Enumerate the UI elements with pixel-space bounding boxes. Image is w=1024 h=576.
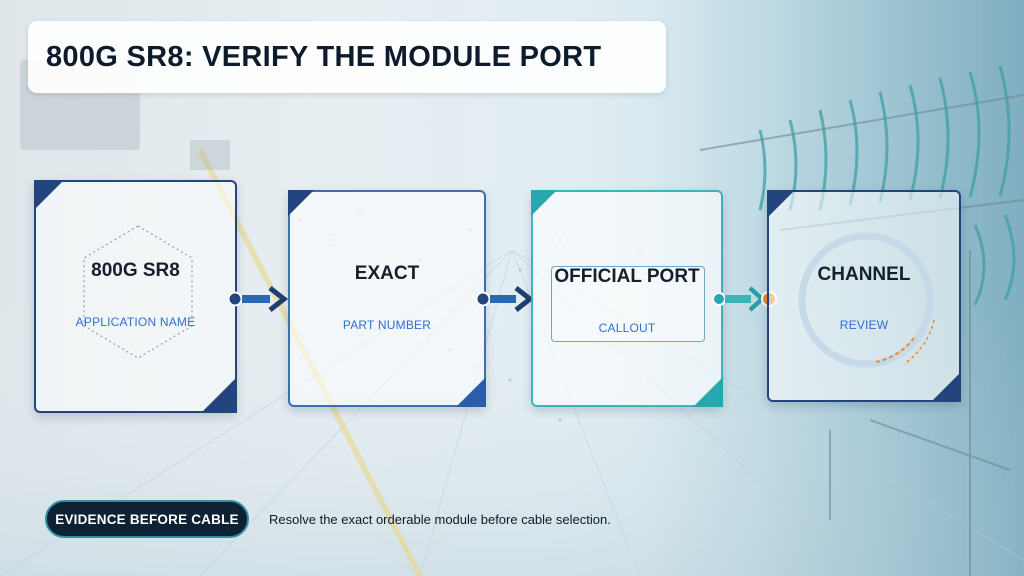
step-title: OFFICIAL PORT bbox=[554, 266, 700, 287]
corner-accent bbox=[767, 190, 795, 218]
step-subtitle: CALLOUT bbox=[598, 321, 656, 335]
step-subtitle: REVIEW bbox=[839, 318, 889, 332]
evidence-badge-label: EVIDENCE BEFORE CABLE bbox=[55, 511, 239, 527]
corner-accent bbox=[288, 190, 314, 216]
step-title: CHANNEL bbox=[817, 264, 911, 285]
step-title: EXACT bbox=[354, 263, 420, 284]
title-bar: 800G SR8: VERIFY THE MODULE PORT bbox=[28, 21, 666, 93]
step-subtitle: PART NUMBER bbox=[342, 318, 432, 332]
callout-frame bbox=[551, 266, 705, 342]
evidence-badge: EVIDENCE BEFORE CABLE bbox=[45, 500, 249, 538]
corner-accent bbox=[201, 377, 237, 413]
corner-accent bbox=[531, 190, 557, 216]
ring-progress-icon bbox=[798, 232, 935, 368]
footer-note: Resolve the exact orderable module befor… bbox=[269, 512, 611, 527]
step-card-official-port: OFFICIAL PORT CALLOUT bbox=[531, 190, 723, 407]
connector-arrow bbox=[227, 286, 289, 312]
corner-accent bbox=[931, 372, 961, 402]
corner-accent bbox=[456, 377, 486, 407]
corner-accent bbox=[34, 180, 64, 210]
step-card-application-name: 800G SR8 APPLICATION NAME bbox=[34, 180, 237, 413]
corner-accent bbox=[693, 377, 723, 407]
connector-arrow bbox=[475, 286, 535, 312]
step-subtitle: APPLICATION NAME bbox=[75, 315, 196, 329]
step-card-channel-review: CHANNEL REVIEW bbox=[767, 190, 961, 402]
hexagon-outline-icon bbox=[83, 225, 193, 359]
page-title: 800G SR8: VERIFY THE MODULE PORT bbox=[46, 40, 602, 73]
step-card-part-number: EXACT PART NUMBER bbox=[288, 190, 486, 407]
step-title: 800G SR8 bbox=[91, 260, 180, 281]
